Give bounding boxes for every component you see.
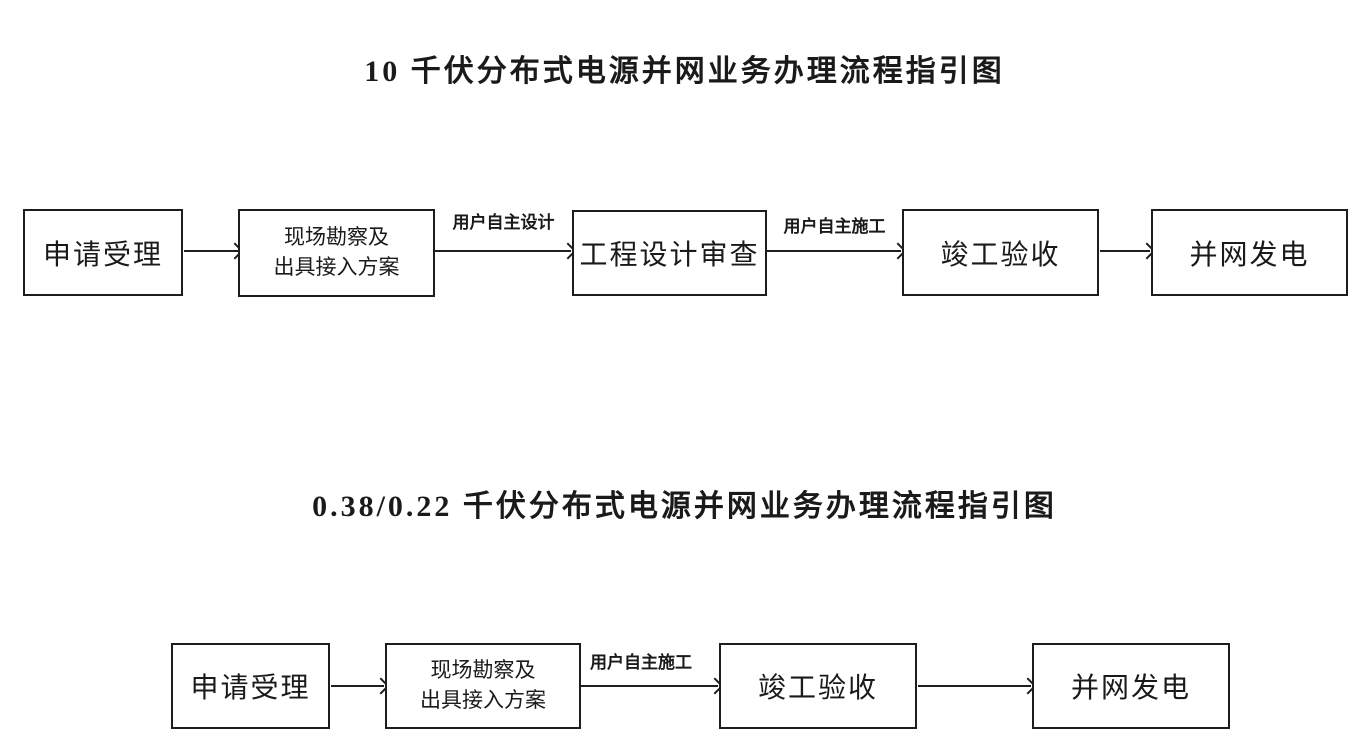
chart1-step-application-acceptance: 申请受理 bbox=[23, 209, 183, 296]
step-label: 申请受理 bbox=[190, 673, 311, 704]
chart1-step-design-review: 工程设计审查 bbox=[572, 210, 767, 296]
chart2-step-grid-connection: 并网发电 bbox=[1032, 643, 1230, 729]
step-label-line2: 出具接入方案 bbox=[273, 256, 400, 279]
chart2-step-application-acceptance: 申请受理 bbox=[171, 643, 330, 729]
step-label-line1: 现场勘察及 bbox=[284, 226, 389, 249]
step-label: 竣工验收 bbox=[940, 239, 1061, 271]
step-label: 竣工验收 bbox=[757, 673, 878, 704]
step-label: 申请受理 bbox=[42, 239, 163, 271]
chart2-label-self-construction: 用户自主施工 bbox=[590, 653, 692, 672]
chart1-arrow-4 bbox=[1100, 250, 1150, 252]
chart1-arrow-2 bbox=[435, 250, 571, 252]
chart2-step-site-survey-access-plan: 现场勘察及 出具接入方案 bbox=[385, 643, 581, 729]
chart1-label-self-construction: 用户自主施工 bbox=[783, 217, 886, 236]
step-label: 并网发电 bbox=[1070, 673, 1191, 704]
step-label-line1: 现场勘察及 bbox=[430, 659, 536, 682]
chart1-arrow-3 bbox=[767, 250, 901, 252]
chart2-arrow-1 bbox=[331, 685, 384, 687]
chart1-label-self-design: 用户自主设计 bbox=[452, 213, 555, 232]
chart1-step-grid-connection: 并网发电 bbox=[1151, 209, 1348, 296]
step-label-line2: 出具接入方案 bbox=[420, 689, 546, 712]
chart1-title: 10 千伏分布式电源并网业务办理流程指引图 bbox=[364, 55, 1005, 88]
chart2-arrow-2 bbox=[581, 685, 718, 687]
chart2-step-completion-acceptance: 竣工验收 bbox=[719, 643, 917, 729]
chart2-title: 0.38/0.22 千伏分布式电源并网业务办理流程指引图 bbox=[312, 490, 1057, 523]
step-label: 工程设计审查 bbox=[579, 240, 760, 271]
chart1-step-site-survey-access-plan: 现场勘察及 出具接入方案 bbox=[238, 209, 435, 297]
step-label: 并网发电 bbox=[1189, 239, 1310, 271]
chart1-step-completion-acceptance: 竣工验收 bbox=[902, 209, 1099, 296]
chart1-arrow-1 bbox=[184, 250, 238, 252]
chart2-arrow-3 bbox=[918, 685, 1031, 687]
